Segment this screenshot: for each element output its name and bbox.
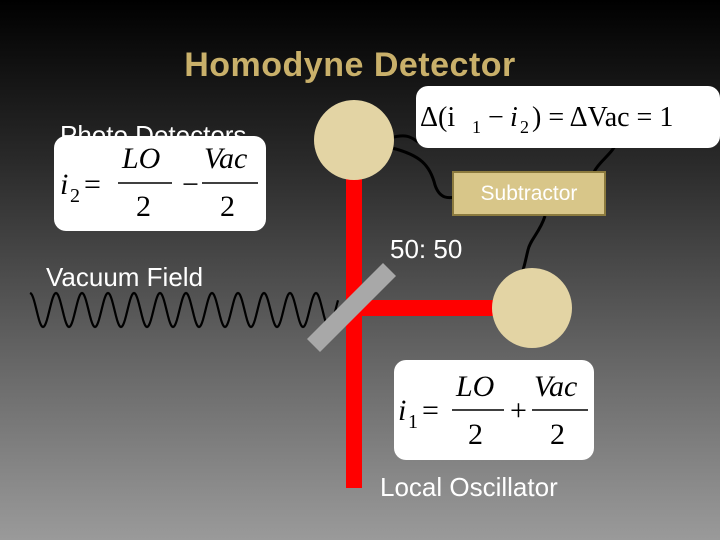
i1-eq: = (422, 394, 439, 427)
vacuum-field-label: Vacuum Field (46, 262, 204, 292)
slide-title: Homodyne Detector (184, 46, 516, 84)
i1-op: + (510, 394, 527, 427)
i2-num1: LO (121, 142, 160, 175)
equation-i2: i 2 = LO 2 − Vac 2 (60, 142, 258, 223)
i1-den1: 2 (468, 418, 483, 451)
i1-var: i (398, 394, 406, 427)
bottom-photo-detector (492, 268, 572, 348)
i2-var: i (60, 168, 68, 201)
equation-i1-box: i 1 = LO 2 + Vac 2 (394, 360, 594, 460)
wire-top-detector-to-eq (389, 134, 419, 144)
vacuum-field-wave (29, 291, 340, 329)
i2-op: − (182, 168, 199, 201)
diff-sub2: 2 (520, 117, 529, 137)
equation-i2-box: i 2 = LO 2 − Vac 2 (54, 136, 266, 231)
splitter-ratio-label: 50: 50 (390, 234, 463, 264)
equation-difference-box: Δ(i 1 − i 2 ) = ΔVac = 1 (416, 86, 720, 148)
i2-sub: 2 (70, 185, 80, 207)
i2-num2: Vac (204, 142, 247, 175)
subtractor-box: Subtractor (452, 171, 606, 216)
i1-num1: LO (455, 370, 494, 403)
i2-eq: = (84, 168, 101, 201)
equation-difference: Δ(i 1 − i 2 ) = ΔVac = 1 (420, 102, 673, 137)
diff-rhs: ) = ΔVac = 1 (532, 102, 673, 133)
equation-i1: i 1 = LO 2 + Vac 2 (398, 370, 588, 451)
top-photo-detector (314, 100, 394, 180)
i1-den2: 2 (550, 418, 565, 451)
beam-splitter (307, 263, 396, 352)
wire-top-detector-to-subtractor (391, 146, 456, 200)
i1-num2: Vac (534, 370, 577, 403)
local-oscillator-label: Local Oscillator (380, 472, 558, 502)
diff-sub1: 1 (472, 117, 481, 137)
i2-den2: 2 (220, 190, 235, 223)
diff-i2: i (510, 102, 518, 133)
wire-subtractor-to-bottom-detector (521, 215, 547, 271)
diff-lhs: Δ(i (420, 102, 455, 133)
subtractor-label: Subtractor (480, 181, 578, 205)
i2-den1: 2 (136, 190, 151, 223)
i1-sub: 1 (408, 411, 418, 433)
horizontal-beam (346, 300, 506, 316)
diff-minus: − (488, 102, 504, 133)
